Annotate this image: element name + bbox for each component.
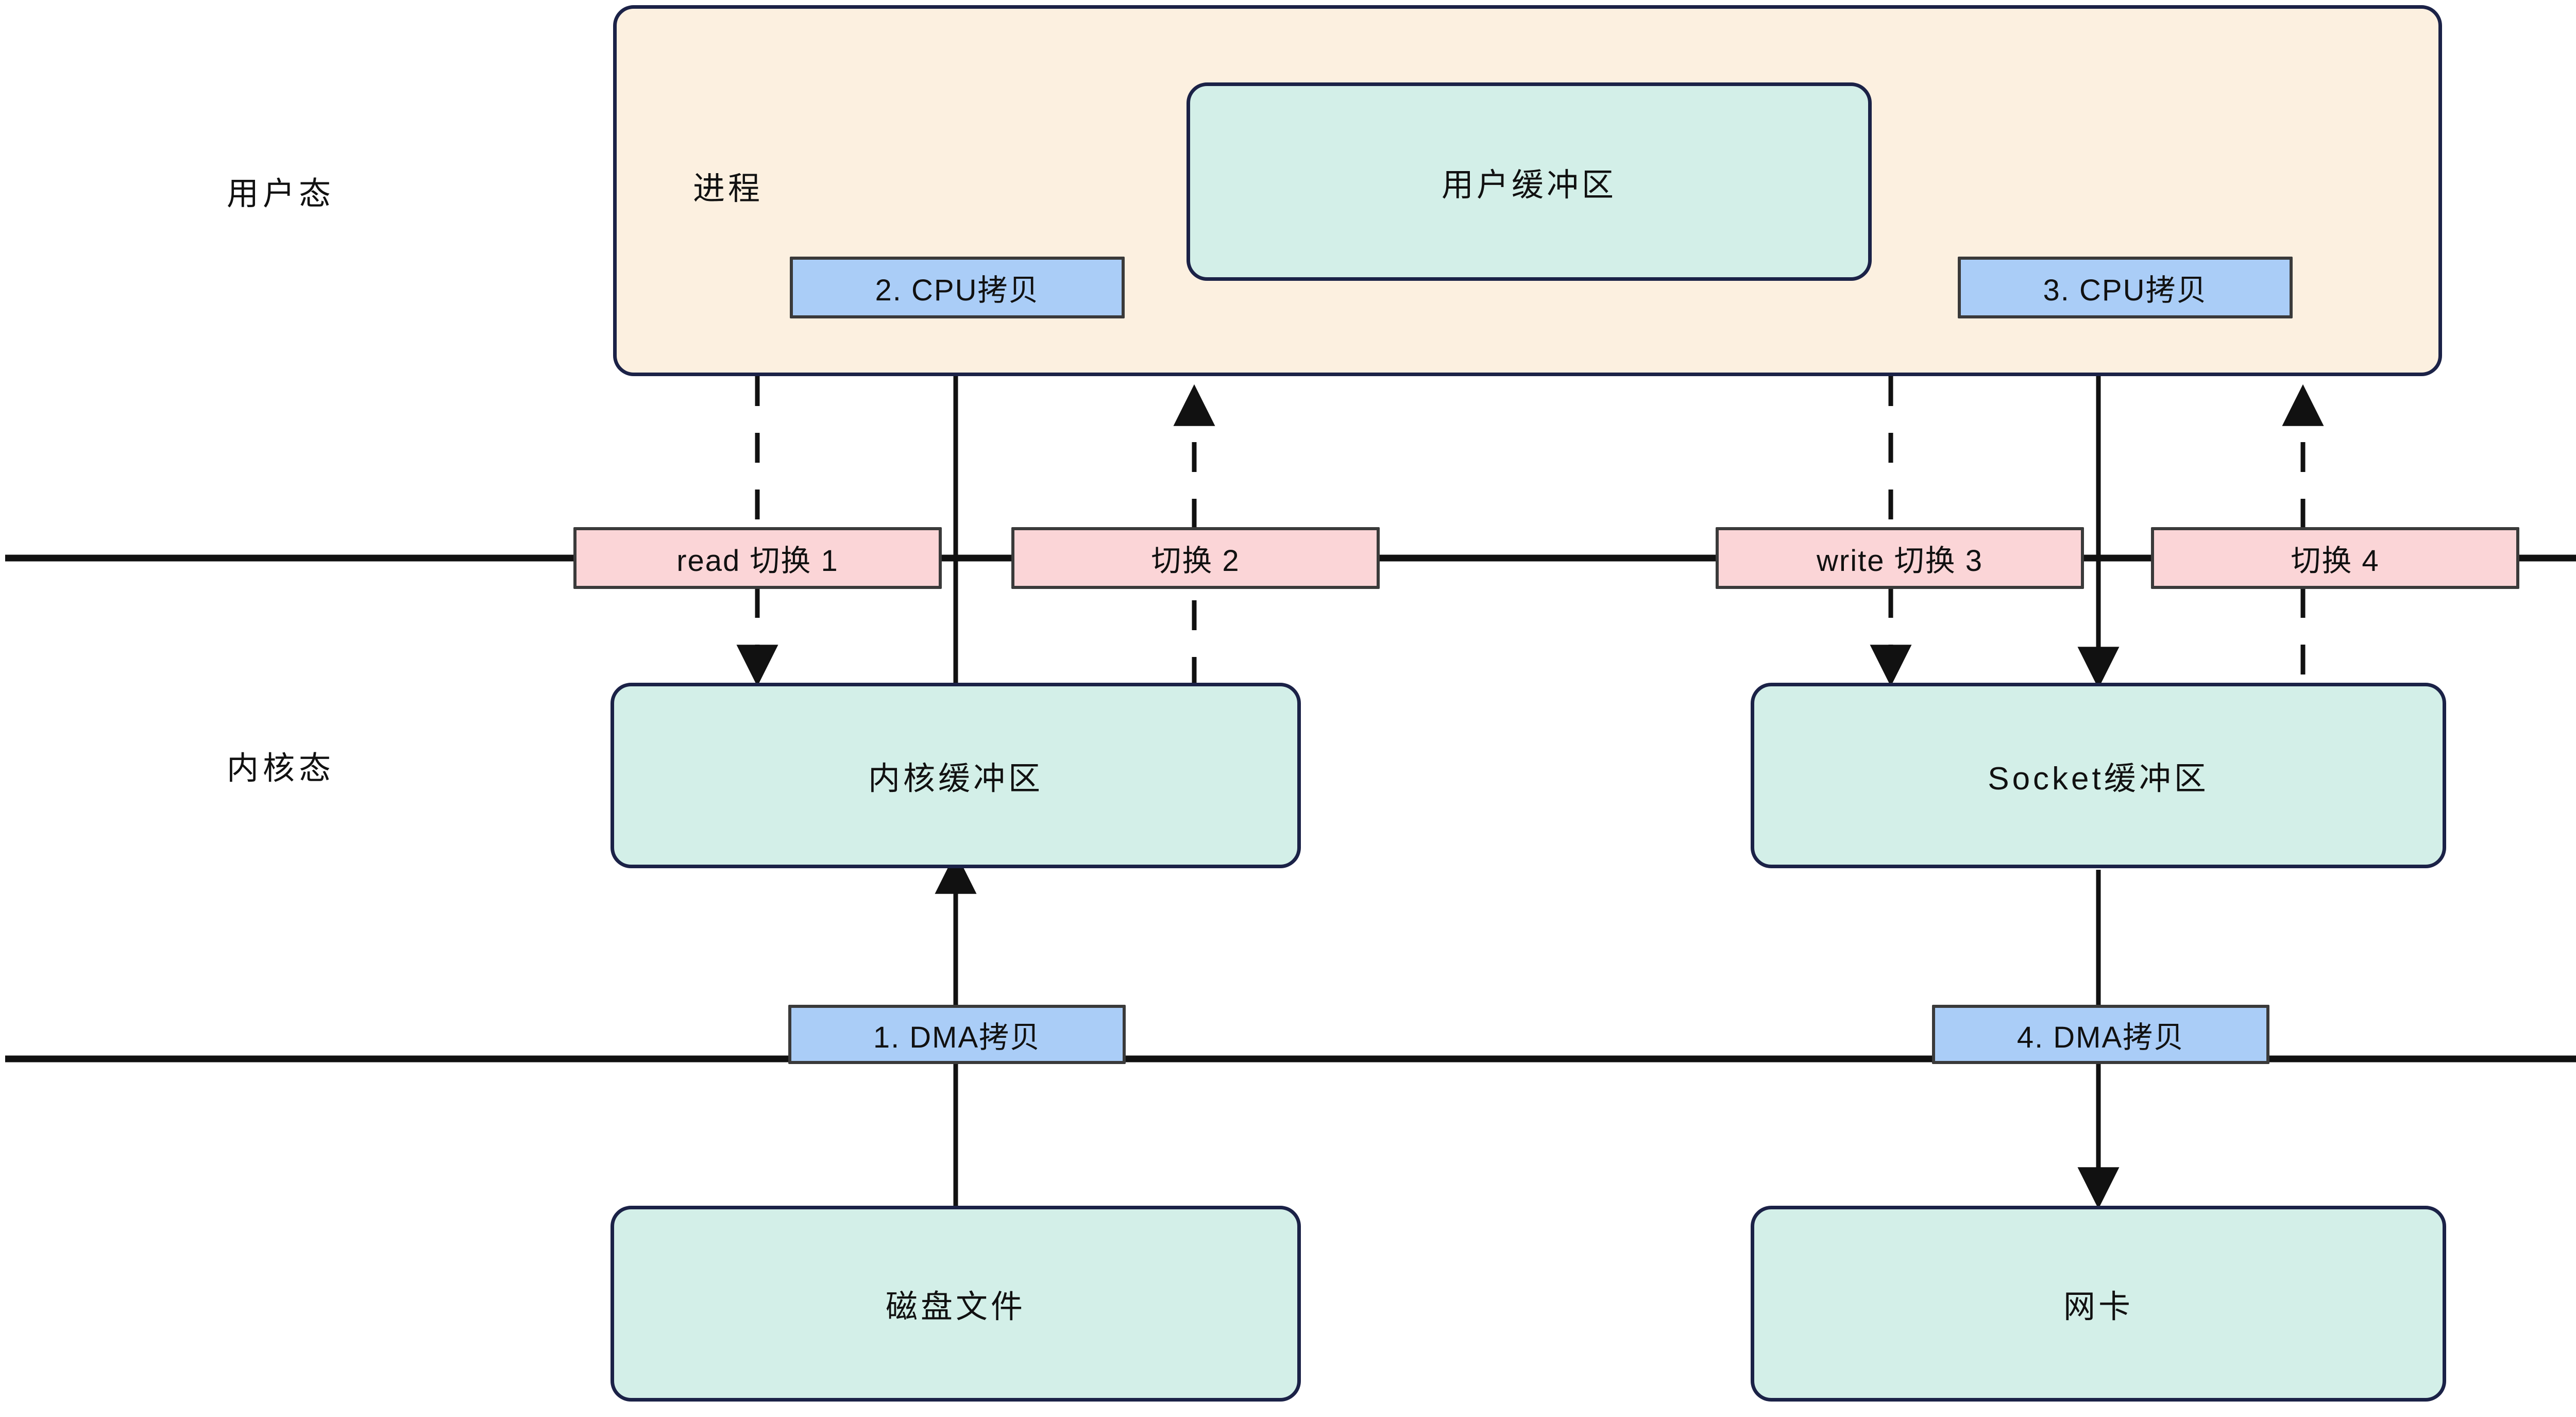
box-kernel-buffer[interactable]: 内核缓冲区: [611, 683, 1301, 868]
box-network-card[interactable]: 网卡: [1751, 1206, 2446, 1402]
box-switch-write-3[interactable]: write 切换 3: [1716, 527, 2084, 589]
box-switch-4[interactable]: 切换 4: [2151, 527, 2519, 589]
box-user-buffer[interactable]: 用户缓冲区: [1187, 82, 1872, 281]
box-disk-file[interactable]: 磁盘文件: [611, 1206, 1301, 1402]
box-switch-read-1[interactable]: read 切换 1: [573, 527, 942, 589]
label-process: 进程: [693, 171, 764, 207]
box-switch-2[interactable]: 切换 2: [1011, 527, 1380, 589]
box-dma-copy-1[interactable]: 1. DMA拷贝: [788, 1005, 1126, 1064]
label-user-mode: 用户态: [227, 176, 335, 212]
box-cpu-copy-3[interactable]: 3. CPU拷贝: [1958, 257, 2293, 318]
label-kernel-mode: 内核态: [227, 751, 335, 786]
box-dma-copy-4[interactable]: 4. DMA拷贝: [1932, 1005, 2269, 1064]
box-socket-buffer[interactable]: Socket缓冲区: [1751, 683, 2446, 868]
box-cpu-copy-2[interactable]: 2. CPU拷贝: [790, 257, 1125, 318]
